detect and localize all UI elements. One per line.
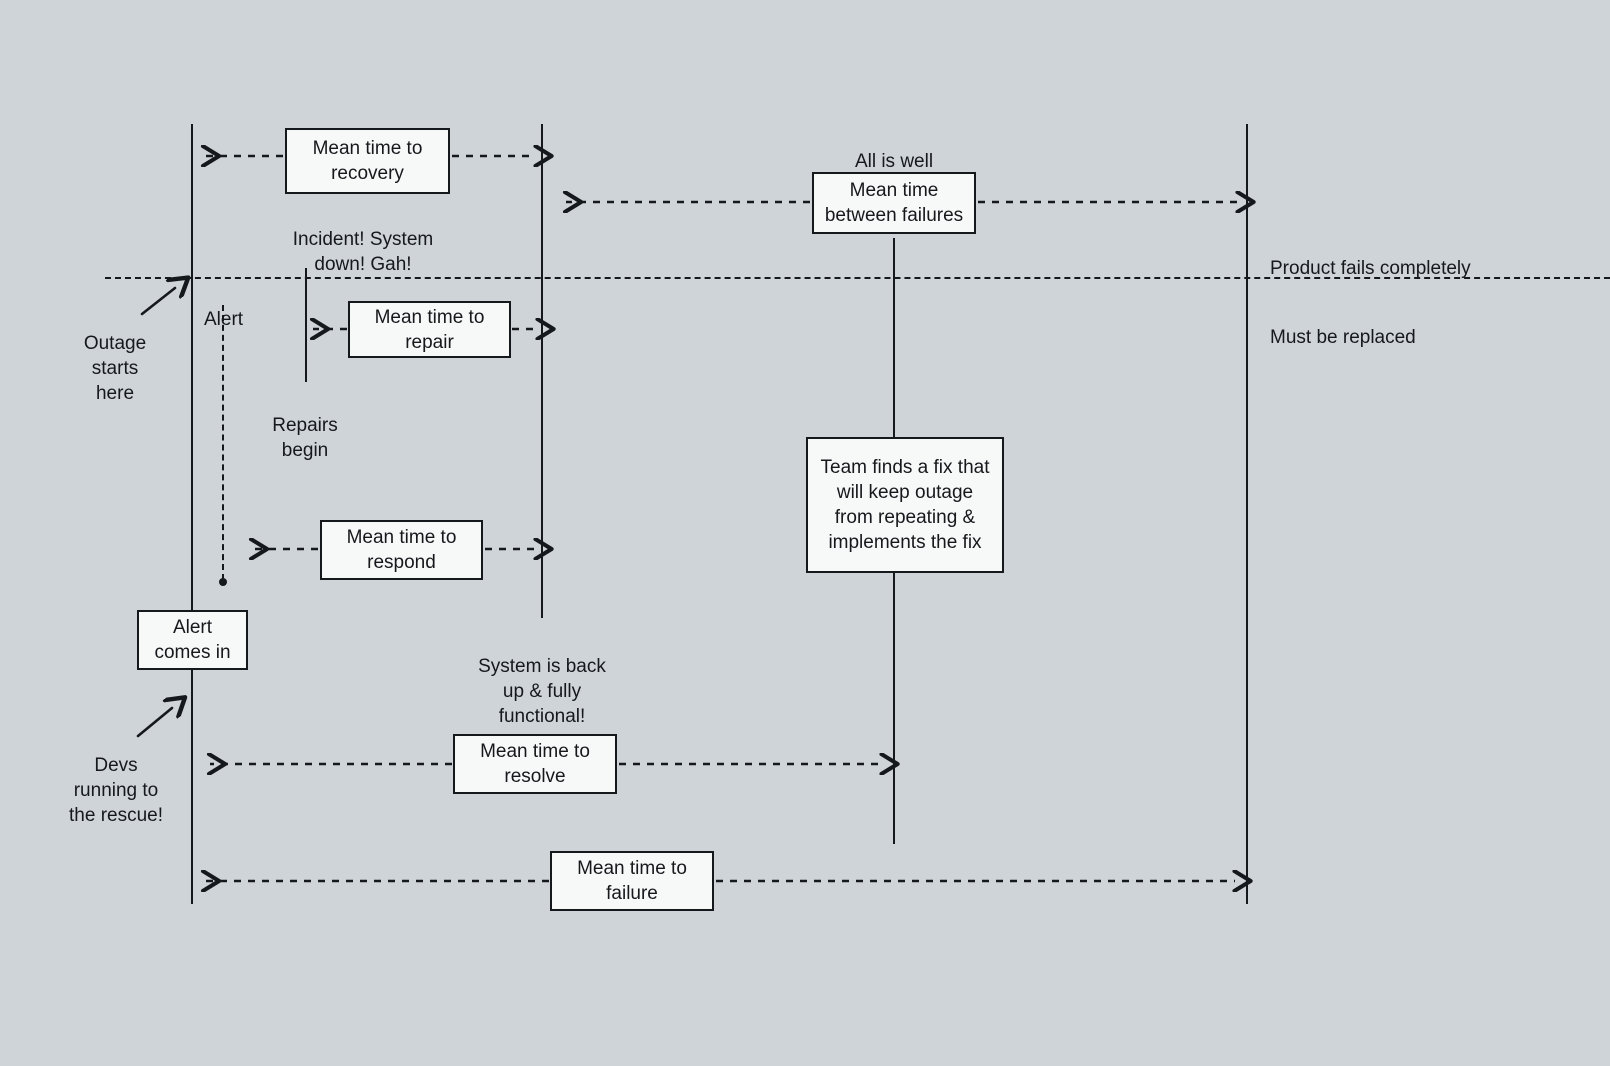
timeline-alert-detection bbox=[222, 305, 224, 580]
failure-threshold-rule bbox=[105, 277, 1610, 279]
box-mean-time-to-respond[interactable]: Mean time to respond bbox=[320, 520, 483, 580]
annotation-system-back-up: System is back up & fully functional! bbox=[442, 629, 642, 729]
timeline-repairs-begin bbox=[305, 268, 307, 382]
annotation-outage-starts-here: Outage starts here bbox=[54, 306, 176, 406]
annotation-label: Outage starts here bbox=[83, 333, 147, 404]
box-label: Mean time to recovery bbox=[312, 138, 423, 184]
annotation-repairs-begin: Repairs begin bbox=[245, 388, 365, 463]
box-alert-comes-in[interactable]: Alert comes in bbox=[137, 610, 248, 670]
timeline-product-fails bbox=[1246, 124, 1248, 904]
annotation-label: Product fails completely bbox=[1270, 258, 1471, 279]
box-label: Mean time between failures bbox=[824, 180, 964, 226]
annotation-product-fails-completely: Product fails completely bbox=[1270, 231, 1590, 281]
box-label: Mean time to repair bbox=[374, 306, 485, 353]
annotation-devs-running-to-the-rescue: Devs running to the rescue! bbox=[50, 728, 182, 828]
box-mean-time-between-failures[interactable]: Mean time between failures bbox=[812, 172, 976, 234]
timeline-system-restored bbox=[541, 124, 543, 618]
alert-detection-endpoint bbox=[219, 578, 227, 586]
annotation-incident: Incident! System down! Gah! bbox=[263, 202, 463, 277]
box-label: Mean time to resolve bbox=[480, 741, 590, 787]
box-mean-time-to-failure[interactable]: Mean time to failure bbox=[550, 851, 714, 911]
box-mean-time-to-resolve[interactable]: Mean time to resolve bbox=[453, 734, 617, 794]
box-label: Mean time to respond bbox=[346, 527, 457, 573]
box-label: Alert comes in bbox=[154, 617, 231, 663]
annotation-label: Alert bbox=[204, 309, 244, 330]
annotation-label: Devs running to the rescue! bbox=[69, 755, 163, 826]
box-label: Mean time to failure bbox=[577, 858, 687, 904]
box-mean-time-to-repair[interactable]: Mean time to repair bbox=[348, 301, 511, 358]
annotation-all-is-well: All is well bbox=[794, 124, 994, 174]
timeline-outage-start bbox=[191, 124, 193, 904]
box-team-finds-a-fix[interactable]: Team finds a fix that will keep outage f… bbox=[806, 437, 1004, 573]
annotation-label: Repairs begin bbox=[272, 415, 338, 461]
box-mean-time-to-recovery[interactable]: Mean time to recovery bbox=[285, 128, 450, 194]
annotation-label: System is back up & fully functional! bbox=[478, 656, 606, 727]
box-label: Team finds a fix that will keep outage f… bbox=[820, 457, 990, 553]
annotation-label: Must be replaced bbox=[1270, 327, 1416, 348]
annotation-label: All is well bbox=[854, 151, 934, 172]
annotation-alert: Alert bbox=[204, 282, 324, 332]
annotation-label: Incident! System down! Gah! bbox=[292, 229, 434, 275]
annotation-must-be-replaced: Must be replaced bbox=[1270, 300, 1590, 350]
